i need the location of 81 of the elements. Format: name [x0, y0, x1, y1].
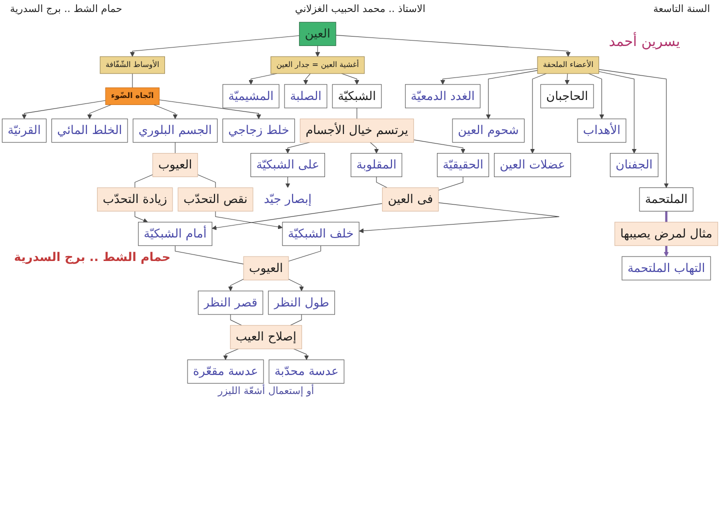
arrow — [588, 73, 604, 120]
arrow — [341, 73, 360, 85]
arrow — [486, 70, 538, 120]
arrow — [293, 348, 309, 360]
arrow — [598, 71, 637, 154]
arrow — [134, 210, 148, 223]
node-box: الحقيقيّة — [436, 153, 490, 178]
node-box: القرنيّة — [2, 118, 47, 143]
node-box: الأهداب — [577, 118, 626, 143]
node-box: المشيميّة — [222, 84, 280, 108]
node-box: قصر النظر — [198, 290, 264, 315]
connector — [356, 108, 358, 120]
arrow — [285, 176, 290, 188]
node-box: إصلاح العيب — [230, 325, 302, 350]
node-box: الصلبة — [284, 84, 328, 108]
arrow — [598, 69, 669, 188]
connector — [174, 142, 176, 154]
node-box: الشبكيّة — [332, 84, 382, 108]
node-box: عضلات العين — [494, 153, 571, 178]
node-box: طول النظر — [268, 290, 335, 315]
node-box: فى العين — [382, 187, 439, 212]
node-box: عدسة مقعّرة — [187, 360, 264, 384]
node-box: على الشبكيّة — [250, 153, 326, 178]
connector — [230, 314, 242, 326]
arrow — [336, 34, 571, 57]
header-text: حمام الشط .. برج السدرية — [10, 4, 122, 15]
arrow — [285, 142, 310, 154]
node-box: العيوب — [243, 256, 289, 280]
node-box: مثال لمرض يصيبها — [614, 222, 718, 246]
arrow — [215, 210, 283, 230]
arrow — [87, 104, 112, 120]
connector — [174, 245, 244, 264]
arrow — [530, 73, 547, 154]
header-text: الاستاذ .. محمد الحبيب الغزلاني — [295, 4, 426, 15]
node-text: إبصار جيّد — [264, 192, 312, 206]
connector — [376, 176, 388, 188]
arrow — [223, 348, 239, 360]
arrow — [212, 203, 383, 230]
node-box: شحوم العين — [452, 118, 525, 143]
node-box: خلط زجاجي — [222, 118, 295, 143]
node-box: يرتسم خيال الأجسام — [300, 118, 414, 143]
connector — [288, 245, 322, 262]
node-box: زيادة التحدّب — [97, 187, 173, 212]
node-box: الخلط المائي — [51, 118, 128, 143]
arrow — [664, 246, 669, 257]
arrow — [358, 202, 560, 234]
connector — [132, 73, 133, 88]
node-box: نقص التحدّب — [178, 187, 254, 212]
handwritten-name: يسرين أحمد — [608, 34, 680, 50]
arrow — [288, 278, 304, 292]
arrow — [130, 35, 300, 57]
connector — [197, 174, 216, 188]
connector — [438, 176, 464, 191]
node-box: العين — [299, 22, 336, 46]
node-box: الجسم البلوري — [132, 118, 218, 143]
arrow — [22, 100, 106, 120]
arrow — [413, 140, 466, 154]
node-box: العيوب — [152, 153, 198, 178]
connector — [665, 211, 668, 222]
arrow — [315, 45, 320, 57]
node-box: الغدد الدمعيّة — [405, 84, 480, 108]
arrow — [564, 73, 570, 85]
arrow — [228, 278, 244, 292]
arrow — [153, 104, 178, 120]
node-box: الجفنان — [610, 153, 658, 178]
slanted-text: حمام الشط .. برج السدرية — [14, 250, 171, 264]
handwritten-note: أو إستعمال أشعّة الليزر — [218, 386, 314, 398]
node-box: عدسة محدّبة — [268, 360, 344, 384]
node-box: التهاب الملتحمة — [622, 256, 711, 280]
arrow — [440, 68, 538, 85]
arrow — [370, 142, 379, 154]
header-text: السنة التاسعة — [653, 4, 710, 15]
node-box: الملتحمة — [639, 187, 694, 212]
arrow — [159, 100, 262, 120]
node-box: أمام الشبكيّة — [138, 222, 212, 246]
node-box: المقلوبة — [350, 153, 402, 178]
connector — [290, 314, 302, 326]
node-box: خلف الشبكيّة — [282, 222, 360, 246]
connector — [134, 174, 153, 188]
arrow — [303, 73, 311, 85]
node-box: الحاجبان — [540, 84, 594, 108]
